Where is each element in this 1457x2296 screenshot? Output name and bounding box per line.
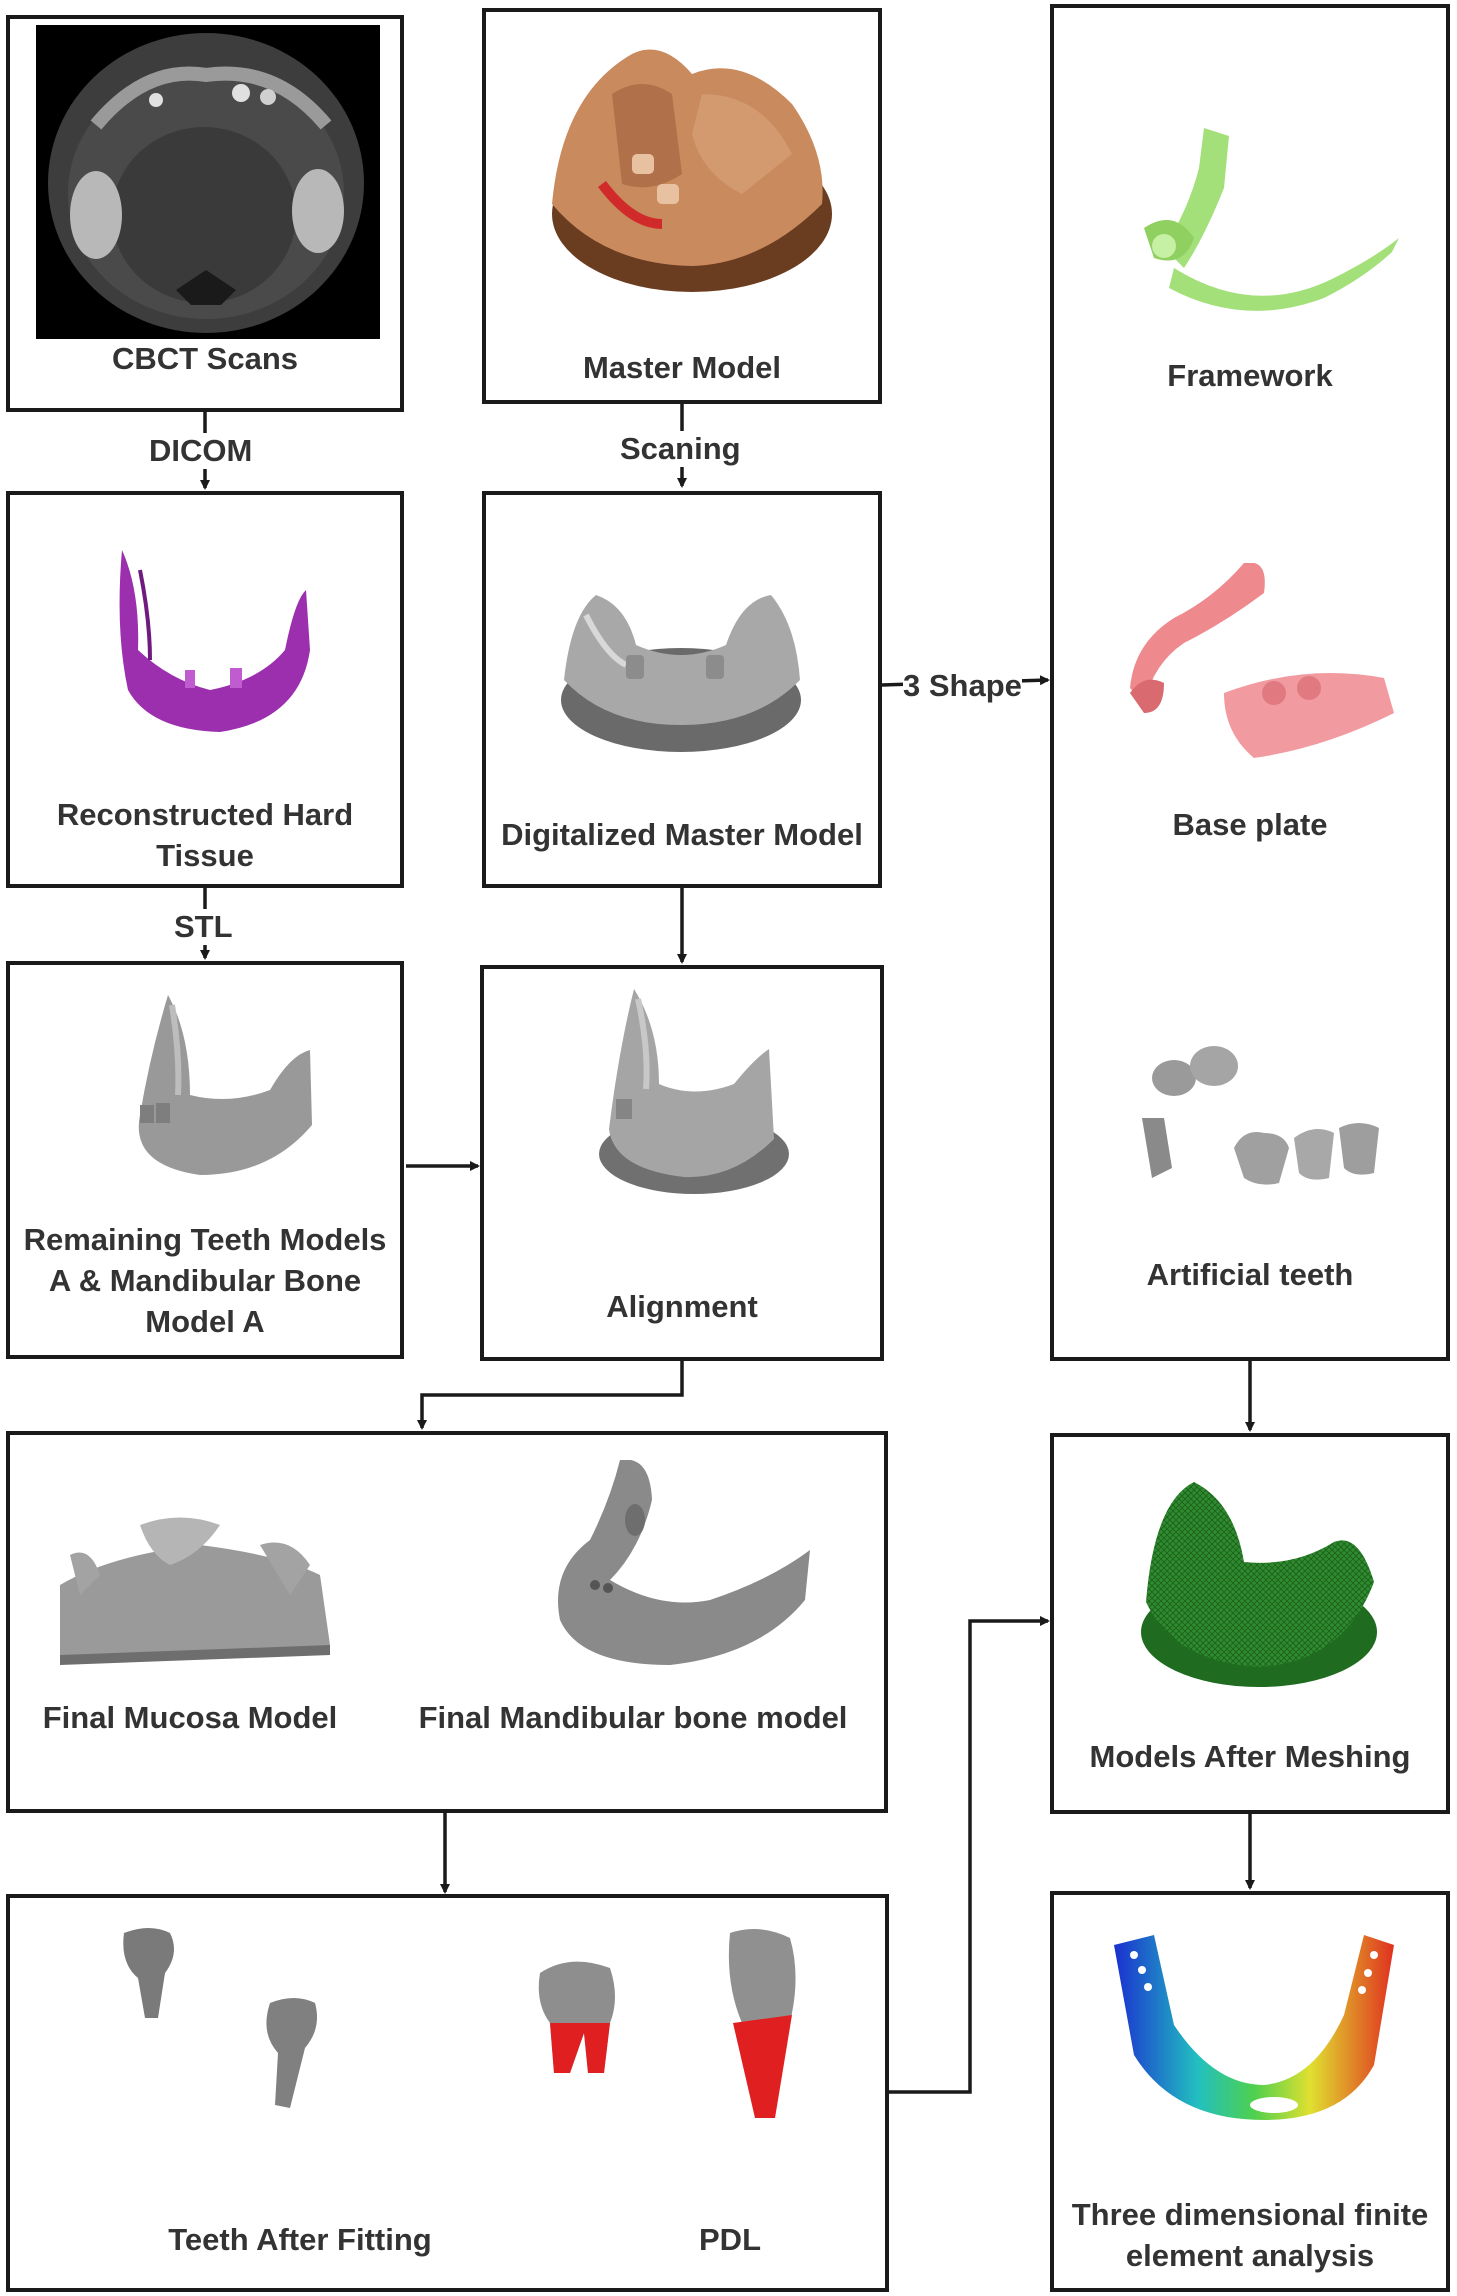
alignment-label: Alignment: [484, 1287, 880, 1328]
pdl-label: PDL: [630, 2220, 830, 2261]
fea-box: Three dimensional finite element analysi…: [1050, 1891, 1450, 2292]
hard-tissue-image: [110, 550, 320, 740]
teeth-fitting-image: [110, 1923, 350, 2153]
digital-master-label: Digitalized Master Model: [486, 815, 878, 856]
master-model-image: [542, 34, 832, 304]
alignment-image: [594, 989, 794, 1199]
cbct-box: CBCT Scans: [6, 15, 404, 412]
final-models-box: Final Mucosa Model Final Mandibular bone…: [6, 1431, 888, 1813]
digital-master-image: [556, 585, 806, 755]
scaning-label: Scaning: [620, 431, 741, 467]
master-model-box: Master Model: [482, 8, 882, 404]
final-mucosa-label: Final Mucosa Model: [20, 1698, 360, 1739]
dicom-label: DICOM: [149, 433, 252, 469]
final-mucosa-image: [50, 1515, 340, 1665]
base-plate-label: Base plate: [1054, 805, 1446, 846]
remaining-teeth-label: Remaining Teeth Models A & Mandibular Bo…: [10, 1220, 400, 1343]
digital-master-box: Digitalized Master Model: [482, 491, 882, 888]
fea-label: Three dimensional finite element analysi…: [1054, 2195, 1446, 2277]
three-shape-box: Framework Base plate Artificial teeth: [1050, 4, 1450, 1361]
cbct-scan-image: [36, 25, 380, 339]
artificial-teeth-label: Artificial teeth: [1054, 1255, 1446, 1296]
fea-image: [1104, 1935, 1404, 2125]
final-mandible-image: [540, 1460, 820, 1675]
alignment-box: Alignment: [480, 965, 884, 1361]
base-plate-image: [1124, 563, 1404, 763]
stl-label: STL: [174, 909, 233, 945]
hard-tissue-box: Reconstructed Hard Tissue: [6, 491, 404, 888]
meshing-image: [1134, 1472, 1384, 1692]
three-shape-label: 3 Shape: [903, 668, 1022, 704]
teeth-fitting-box: Teeth After Fitting PDL: [6, 1894, 889, 2292]
teeth-fitting-label: Teeth After Fitting: [130, 2220, 470, 2261]
arrow-teeth-to-meshing: [889, 1621, 1048, 2092]
artificial-teeth-image: [1134, 1038, 1394, 1188]
final-mandible-label: Final Mandibular bone model: [410, 1698, 856, 1739]
meshing-box: Models After Meshing: [1050, 1433, 1450, 1814]
arrow-alignment-to-final: [422, 1359, 682, 1428]
master-model-label: Master Model: [486, 348, 878, 389]
remaining-teeth-image: [120, 995, 320, 1185]
meshing-label: Models After Meshing: [1054, 1737, 1446, 1778]
cbct-label: CBCT Scans: [10, 339, 400, 380]
pdl-image: [530, 1923, 820, 2173]
hard-tissue-label: Reconstructed Hard Tissue: [30, 795, 380, 877]
remaining-teeth-box: Remaining Teeth Models A & Mandibular Bo…: [6, 961, 404, 1359]
framework-image: [1134, 128, 1404, 318]
framework-label: Framework: [1054, 356, 1446, 397]
